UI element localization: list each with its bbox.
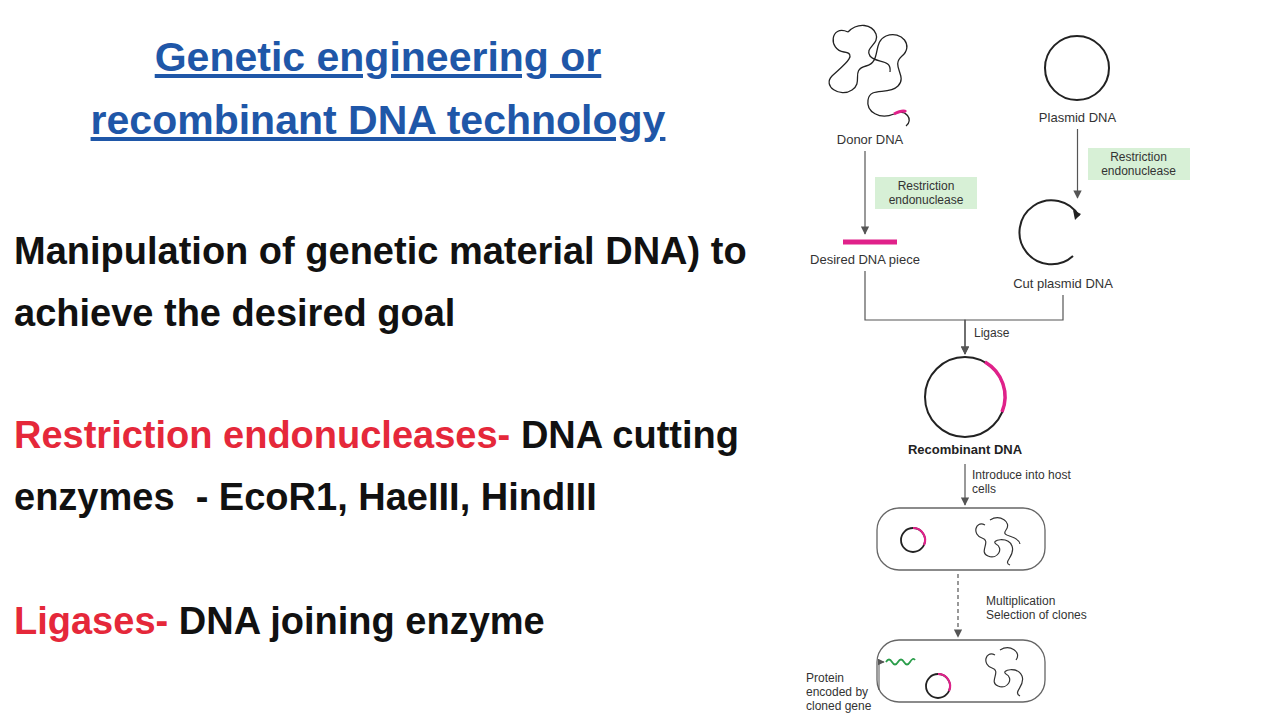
host-cell [877,508,1045,570]
chromosome [976,518,1020,565]
gene-segment [894,111,906,114]
callout-label: Protein encoded by cloned gene [806,671,876,713]
transfer-arrow [964,464,965,505]
dna-figure: Recombinant DNA [905,352,1025,457]
definition-paragraph: Manipulation of genetic material DNA) to… [14,220,784,344]
term-text: Ligases- [14,600,168,642]
figure [1025,28,1130,110]
cut-end [1073,210,1081,220]
protein-squiggle [886,659,915,665]
enzyme-label: Ligase [972,326,1011,340]
process-arrow [1077,129,1078,198]
dna-figure: Plasmid DNA [1025,28,1130,125]
process-arrow [965,295,1063,354]
host-cell [877,640,1045,702]
plasmid-circle [926,674,950,698]
insert-arc [913,528,925,545]
plasmid-circle [901,528,925,552]
chromosome [986,648,1023,696]
figure-label: Recombinant DNA [905,442,1025,457]
process-arrow [865,271,965,354]
figure-label: Desired DNA piece [800,252,930,267]
dna-piece [843,240,897,245]
plasmid-circle [1045,36,1109,100]
dna-figure: Desired DNA piece [800,232,930,267]
title-block: Genetic engineering or recombinant DNA t… [28,26,728,152]
figure [810,20,930,132]
figure [800,232,930,252]
figure-label: Plasmid DNA [1025,110,1130,125]
description-text: DNA joining enzyme [179,600,545,642]
term-text: Restriction endonucleases- [14,414,510,456]
step-label: Introduce into host cells [972,468,1092,496]
title-text: Genetic engineering or recombinant DNA t… [91,34,666,143]
insert-arc [938,674,950,691]
enzyme-tag: Restriction endonuclease [875,177,977,209]
insert-arc [985,362,1005,412]
multiplication-arrow [957,574,958,637]
enzyme-tag: Restriction endonuclease [1088,148,1190,180]
figure-label: Donor DNA [810,132,930,147]
figure-label: Cut plasmid DNA [1003,276,1123,291]
figure [1003,196,1123,276]
figure [905,352,1025,442]
process-arrow [864,151,865,234]
plasmid-circle [925,357,1005,437]
definition-text: Manipulation of genetic material DNA) to… [14,230,747,334]
enzyme-paragraph: Ligases- DNA joining enzyme [14,590,784,652]
step-label: Multiplication Selection of clones [986,594,1098,622]
dna-figure: Cut plasmid DNA [1003,196,1123,291]
donor-dna-strand [829,25,909,126]
dna-figure: Donor DNA [810,20,930,147]
enzyme-paragraph: Restriction endonucleases-DNA cutting en… [14,404,784,528]
cut-plasmid-arc [1019,200,1079,264]
leader-line [879,662,884,690]
